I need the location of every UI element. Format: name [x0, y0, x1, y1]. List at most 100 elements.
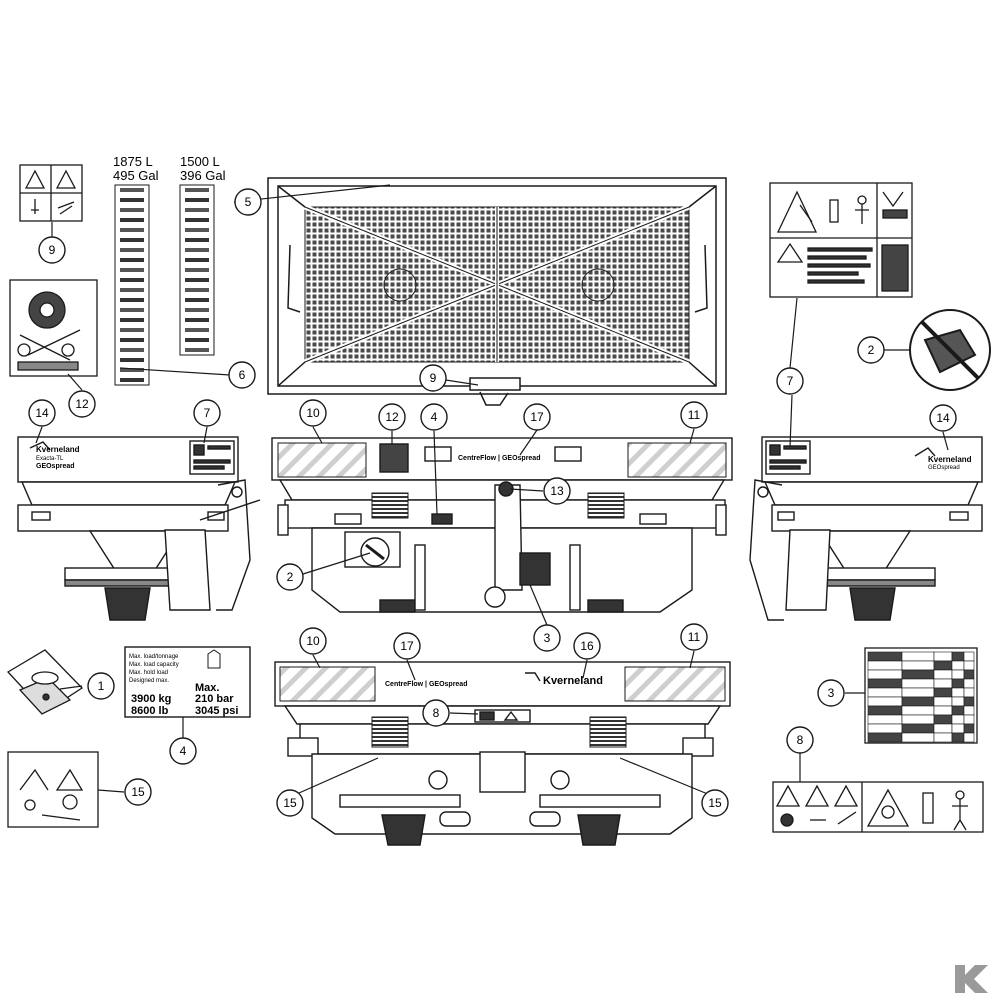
callout-4-decal [169, 737, 197, 765]
rate-cell [963, 723, 975, 734]
capacity-scale-decals: 1875 L 495 Gal 1500 L 396 Gal [113, 154, 226, 386]
callout-9-left-label: 9 [49, 243, 56, 257]
callout-7-left-label: 7 [204, 406, 211, 420]
rate-cell [933, 678, 953, 689]
safety-decal-7 [769, 182, 913, 298]
rate-cell [951, 696, 965, 707]
scale-mark [120, 238, 144, 242]
scale-mark [120, 348, 144, 352]
rate-cell [901, 705, 935, 716]
callout-15-rear-right [701, 789, 729, 817]
scale-mark [185, 308, 209, 312]
rate-cell [963, 705, 975, 716]
scale-mark [185, 348, 209, 352]
callout-15-rear-right-label: 15 [708, 796, 722, 810]
callout-15-decal-label: 15 [131, 785, 145, 799]
scale-mark [120, 368, 144, 372]
scale-mark [185, 288, 209, 292]
callout-6 [228, 361, 256, 389]
rate-cell [951, 714, 965, 725]
callout-8-rear [422, 699, 450, 727]
spreader-side-view-right [749, 436, 983, 621]
gear-icon [780, 813, 794, 827]
spreader-side-view-left [17, 436, 261, 621]
rate-cell [951, 723, 965, 734]
callout-7-right [776, 367, 804, 395]
callout-3-front [533, 624, 561, 652]
max-label: Max. [195, 682, 219, 694]
decal-12-on-machine [379, 443, 409, 473]
warning-triangle-icon [775, 784, 801, 807]
callout-5-label: 5 [245, 195, 252, 209]
callout-15-rear-left-label: 15 [283, 796, 297, 810]
rate-cell [933, 714, 953, 725]
callout-12-front-label: 12 [385, 410, 399, 424]
callout-15-rear-left [276, 789, 304, 817]
scale-mark [120, 288, 144, 292]
person-icon [955, 790, 965, 800]
thermometer-icon [31, 199, 39, 214]
rate-cell [951, 651, 965, 662]
callout-10-rear-label: 10 [306, 634, 320, 648]
rate-cell [963, 714, 975, 725]
scale-mark [120, 318, 144, 322]
scale-mark [120, 198, 144, 202]
rate-cell [901, 678, 935, 689]
right-rear-light [682, 737, 714, 757]
door-icon [829, 199, 839, 223]
max-pressure-psi: 3045 psi [195, 705, 238, 717]
callout-2-front [276, 563, 304, 591]
rate-cell [963, 660, 975, 671]
rate-cell [951, 678, 965, 689]
scale-mark [185, 188, 209, 192]
callout-numbers: 5 6 9 12 9 7 2 14 7 10 12 4 17 11 13 2 3… [35, 195, 950, 810]
operator-manual-icon [881, 244, 909, 292]
decal-3-on-machine [519, 552, 551, 586]
warning-triangle-icon [24, 169, 46, 189]
rate-cell [933, 732, 953, 743]
callout-13 [543, 477, 571, 505]
scale-mark [120, 378, 144, 382]
callout-5 [234, 188, 262, 216]
rate-cell [867, 678, 903, 689]
rate-cell [951, 660, 965, 671]
scale-mark [185, 298, 209, 302]
rate-cell [933, 651, 953, 662]
callout-16 [573, 632, 601, 660]
load-label-2: Max. load capacity [129, 662, 179, 668]
scale-mark [120, 268, 144, 272]
callout-11-rear [680, 623, 708, 651]
left-rear-light [287, 737, 319, 757]
large-capacity-liters: 1875 L [113, 154, 153, 169]
load-capacity-decal-4: Max. load/tonnage Max. load capacity Max… [124, 646, 251, 718]
rate-cell [933, 696, 953, 707]
rate-cell [963, 732, 975, 743]
callout-14-left-label: 14 [35, 406, 49, 420]
callout-14-right-label: 14 [936, 411, 950, 425]
safety-decal-8 [772, 781, 984, 833]
scale-mark [185, 198, 209, 202]
callout-1 [87, 672, 115, 700]
large-capacity-gallons: 495 Gal [113, 168, 159, 183]
scale-mark [185, 218, 209, 222]
rate-cell [951, 687, 965, 698]
callout-12-left-label: 12 [75, 397, 89, 411]
sieve-decal-1 [6, 649, 84, 715]
scale-mark [185, 338, 209, 342]
rate-cell [933, 705, 953, 716]
rate-cell [951, 705, 965, 716]
scale-mark [120, 208, 144, 212]
scale-mark [185, 238, 209, 242]
callout-7-right-label: 7 [787, 374, 794, 388]
callout-bubbles [28, 188, 957, 817]
nut-icon [62, 794, 78, 810]
person-icon [857, 195, 867, 205]
brand-name-left: Kverneland [36, 445, 80, 454]
rate-cell [867, 723, 903, 734]
callout-2-front-label: 2 [287, 570, 294, 584]
rate-cell [933, 687, 953, 698]
model-line1-left: Exacta-TL [36, 456, 64, 462]
callout-11-front-label: 11 [688, 408, 701, 422]
callout-17-rear-label: 17 [400, 639, 414, 653]
rate-cell [901, 714, 935, 725]
